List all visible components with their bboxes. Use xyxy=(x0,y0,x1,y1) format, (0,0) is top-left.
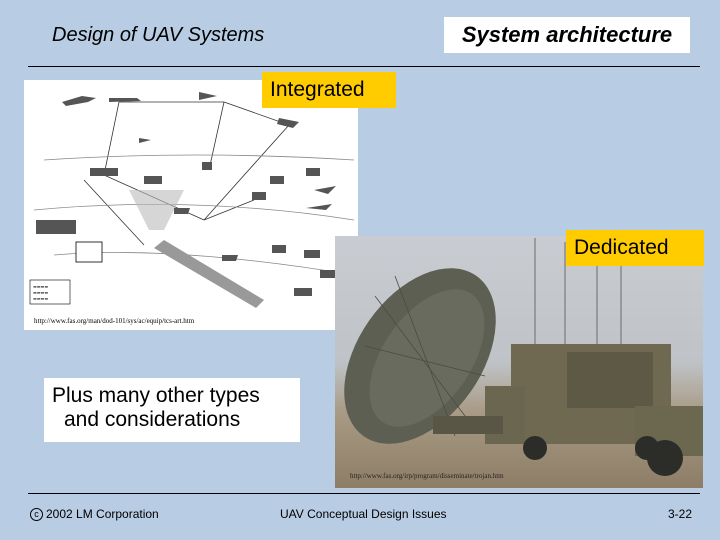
course-title: Design of UAV Systems xyxy=(52,24,265,46)
integrated-label: Integrated xyxy=(262,72,396,108)
dedicated-ground-station-photo xyxy=(335,236,703,488)
footer-copyright: c 2002 LM Corporation xyxy=(30,507,159,521)
svg-text:▬▬▬▬: ▬▬▬▬ xyxy=(33,290,48,295)
diagram-illustration: ▬▬▬▬ ▬▬▬▬ ▬▬▬▬ xyxy=(29,92,355,308)
integrated-source-url: http://www.fas.org/man/dod-101/sys/ac/eq… xyxy=(34,317,195,325)
dedicated-source-url: http://www.fas.org/irp/program/dissemina… xyxy=(350,472,504,480)
copyright-text: 2002 LM Corporation xyxy=(46,507,159,521)
svg-text:▬▬▬▬: ▬▬▬▬ xyxy=(33,284,48,289)
integrated-architecture-diagram: ▬▬▬▬ ▬▬▬▬ ▬▬▬▬ xyxy=(24,80,358,330)
header-divider xyxy=(28,66,700,67)
callout-line-1: Plus many other types xyxy=(52,384,260,407)
footer-title: UAV Conceptual Design Issues xyxy=(280,507,447,521)
callout-line-2: and considerations xyxy=(64,408,241,431)
ground-station-illustration xyxy=(344,236,703,476)
page-number: 3-22 xyxy=(668,507,693,521)
footer-divider xyxy=(28,493,700,494)
copyright-icon: c xyxy=(30,507,43,521)
callout-box: Plus many other types and considerations xyxy=(44,378,300,442)
svg-text:▬▬▬▬: ▬▬▬▬ xyxy=(33,296,48,301)
dedicated-label: Dedicated xyxy=(566,230,704,266)
section-title: System architecture xyxy=(444,17,690,53)
